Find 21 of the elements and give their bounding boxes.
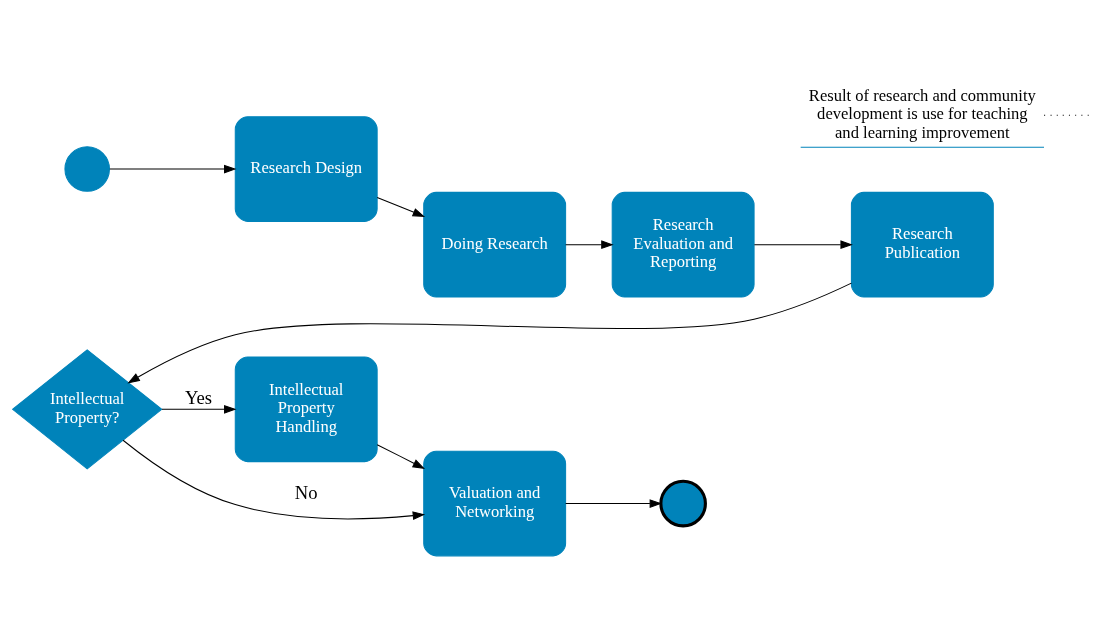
node-circle xyxy=(659,479,707,528)
arrow xyxy=(376,196,426,217)
arrow xyxy=(127,282,852,384)
arrow xyxy=(565,499,663,508)
node-circle xyxy=(64,146,110,192)
arrow xyxy=(109,164,237,174)
edge-label: No xyxy=(294,481,318,503)
node-box: Research Design xyxy=(234,116,378,222)
node-box: Doing Research xyxy=(423,191,567,298)
node-text: Result of research and community development is use for teaching and learning improvement xyxy=(808,85,1036,142)
node-box: Valuation and Networking xyxy=(423,450,567,557)
node-box: Intellectual Property Handling xyxy=(234,356,378,463)
edge-label: Yes xyxy=(184,386,213,408)
arrow xyxy=(753,240,853,250)
node-diamond: Intellectual Property? xyxy=(11,349,163,470)
arrow xyxy=(565,240,614,250)
arrow xyxy=(161,404,237,414)
arrow xyxy=(376,444,426,469)
arrow xyxy=(122,439,426,520)
node-box: Research Evaluation and Reporting xyxy=(611,191,755,298)
node-box: Research Publication xyxy=(850,191,994,298)
